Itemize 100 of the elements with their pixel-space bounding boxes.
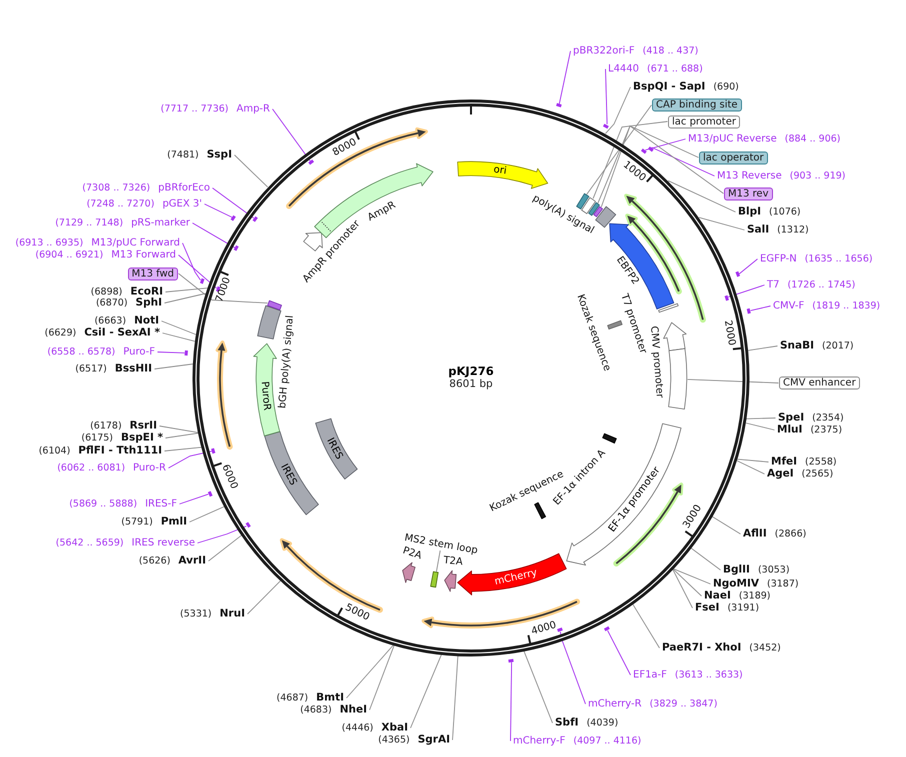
leader-line <box>164 446 202 452</box>
cut-site-position: (6104) <box>38 446 70 456</box>
enzyme-name: BspEI * <box>121 432 163 444</box>
feature-band <box>444 570 457 593</box>
primer-position: (6062 .. 6081) <box>57 462 126 474</box>
cut-site-position: (4039) <box>586 718 618 728</box>
enzyme-name: FseI <box>695 602 720 614</box>
cut-site-position: (3187) <box>767 578 799 590</box>
leader-line <box>607 630 631 676</box>
enzyme-name: PmlI <box>160 516 187 528</box>
primer-mark <box>648 146 654 152</box>
plasmid-name: pKJ276 <box>448 364 494 378</box>
leader-line <box>346 644 394 698</box>
primer-name: CMV-F <box>773 300 804 312</box>
feature-tag: lac operator <box>699 151 768 164</box>
leader-line <box>605 68 608 125</box>
leader-line <box>698 216 745 230</box>
feature-mark <box>602 433 618 444</box>
leader-line <box>750 306 771 312</box>
primer-mark <box>724 294 729 300</box>
leader-line <box>212 188 254 219</box>
enzyme-name: NruI <box>220 608 245 620</box>
primer-position: (7129 .. 7148) <box>55 218 124 228</box>
feature-tag: CMV enhancer <box>779 376 860 390</box>
leader-line <box>668 180 736 212</box>
enzyme-name: CsiI - SexAI * <box>84 328 160 338</box>
leader-line <box>523 650 553 724</box>
cut-site-position: (5791) <box>121 516 153 528</box>
leader-line <box>369 644 395 710</box>
feature-band <box>608 223 674 310</box>
primer-name: EGFP-N <box>760 254 797 264</box>
leader-line <box>179 494 209 504</box>
enzyme-name: BssHII <box>114 364 152 374</box>
primer-mark <box>184 350 188 356</box>
primer-mark <box>556 103 562 108</box>
feature-tag: lac promoter <box>668 115 740 128</box>
cut-site-position: (4365) <box>378 734 410 746</box>
primer-name: M13/pUC Forward <box>91 238 180 248</box>
primer-name: mCherry-F <box>513 736 566 746</box>
primer-name: pBRforEco <box>158 182 210 194</box>
cut-site-position: (3452) <box>749 642 781 654</box>
cut-site-position: (6663) <box>94 316 126 326</box>
enzyme-name: BlpI <box>738 206 762 218</box>
cut-site-position: (1076) <box>769 206 801 218</box>
leader-line <box>558 50 571 104</box>
leader-line <box>510 662 512 742</box>
feature-name: P2A <box>401 546 423 562</box>
feature-block <box>266 300 282 311</box>
leader-line <box>672 568 702 596</box>
leader-line <box>644 138 686 151</box>
leader-line <box>560 631 586 704</box>
feature-block <box>314 418 358 480</box>
cut-site-position: (2565) <box>802 468 834 480</box>
enzyme-name: PflFI - Tth111I <box>78 446 162 456</box>
feature-name: CMV promoter <box>648 326 664 398</box>
primer-name: IRES reverse <box>132 538 195 548</box>
cut-site-position: (2866) <box>774 528 806 540</box>
leader-line <box>436 550 441 572</box>
feature-name: IRES <box>324 436 344 461</box>
leader-line <box>410 654 442 728</box>
scale-label: 2000 <box>722 320 736 346</box>
scale-label: 4000 <box>530 620 558 638</box>
feature-band <box>457 160 549 190</box>
enzyme-name: NaeI <box>704 590 731 602</box>
feature-band <box>302 232 323 252</box>
primer-mark <box>234 246 238 252</box>
enzyme-name: SspI <box>206 150 232 160</box>
enzyme-name: BspQI - SapI <box>633 82 706 92</box>
leader-line <box>597 125 699 204</box>
leader-line <box>165 288 208 292</box>
primer-position: (3829 .. 3847) <box>650 698 718 710</box>
feature-block <box>264 431 319 516</box>
primer-position: (5642 .. 5659) <box>56 538 124 548</box>
cut-site-position: (1312) <box>777 224 809 236</box>
primer-mark <box>216 286 220 292</box>
leader-line <box>672 568 711 584</box>
primer-name: pRS-marker <box>131 218 190 228</box>
primer-name: M13 Reverse <box>717 170 782 182</box>
primer-position: (6913 .. 6935) <box>15 238 84 248</box>
primer-mark <box>207 490 212 496</box>
leader-line <box>632 604 660 648</box>
enzyme-name: XbaI <box>381 722 408 734</box>
primer-name: Amp-R <box>236 104 270 114</box>
primer-name: Puro-R <box>133 462 166 474</box>
leader-line <box>736 458 769 462</box>
primer-position: (884 .. 906) <box>784 134 841 144</box>
feature-name: PuroR <box>258 380 272 410</box>
primer-mark <box>747 308 751 314</box>
cut-site-position: (2375) <box>810 424 842 436</box>
cut-site-position: (7481) <box>167 150 199 160</box>
scale-label: 5000 <box>343 603 371 624</box>
enzyme-name: SphI <box>136 298 162 308</box>
leader-line <box>247 580 282 614</box>
primer-name: pBR322ori-F <box>573 46 635 56</box>
leader-line <box>157 352 186 354</box>
primer-mark <box>211 448 216 454</box>
enzyme-name: AvrII <box>178 556 206 566</box>
leader-line <box>738 258 758 274</box>
primer-mark <box>308 160 314 165</box>
primer-mark <box>252 216 258 222</box>
